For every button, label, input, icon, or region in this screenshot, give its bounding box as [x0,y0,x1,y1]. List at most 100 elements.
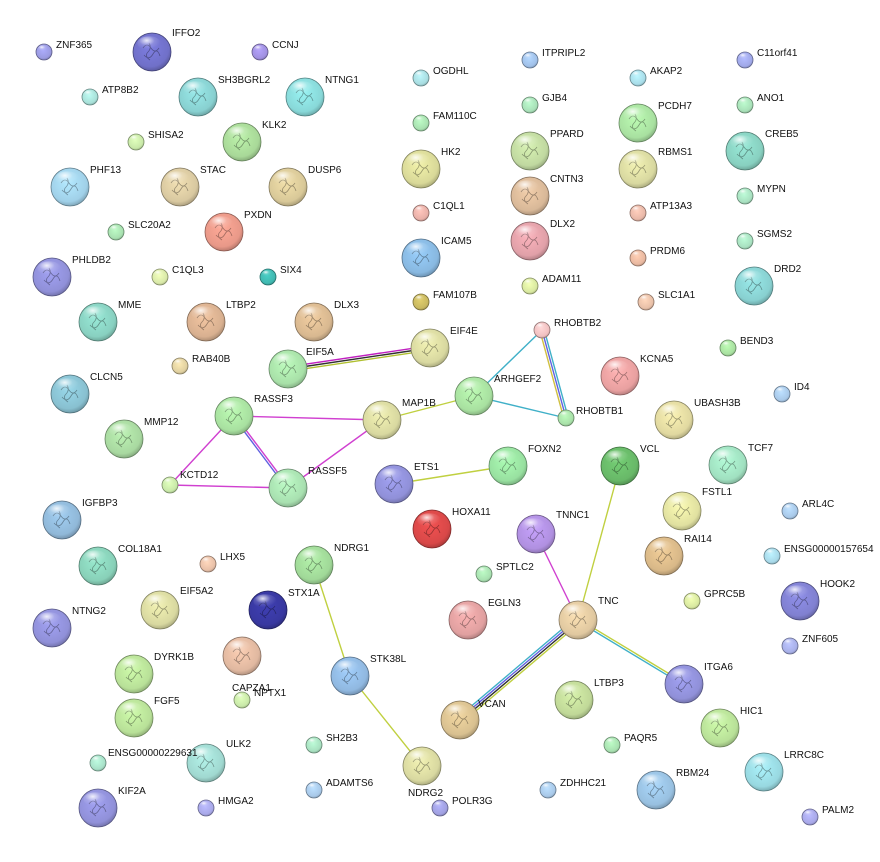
node-phldb2[interactable]: PHLDB2 [32,255,111,297]
edge-tnc-vcan[interactable] [457,616,581,724]
node-sh2b3[interactable]: SH2B3 [305,733,358,754]
edge-vcl-tnc[interactable] [577,465,621,621]
node-ubash3b[interactable]: UBASH3B [654,398,741,440]
node-rhobtb1[interactable]: RHOBTB1 [557,406,624,427]
node-ogdhl[interactable]: OGDHL [412,66,469,87]
node-col18a1[interactable]: COL18A1 [78,544,162,586]
node-ano1[interactable]: ANO1 [736,93,785,114]
node-arl4c[interactable]: ARL4C [781,499,834,520]
node-slc1a1[interactable]: SLC1A1 [637,290,696,311]
node-ntng1[interactable]: NTNG1 [285,75,359,117]
edge-eif5a-eif4e[interactable] [286,345,432,372]
node-ulk2[interactable]: ULK2 [186,739,251,783]
node-palm2[interactable]: PALM2 [801,805,854,826]
node-slc20a2[interactable]: SLC20A2 [107,220,171,241]
node-mmp12[interactable]: MMP12 [104,417,179,459]
node-ntng2[interactable]: NTNG2 [32,606,106,648]
edge-tnc-itga6[interactable] [576,618,686,686]
node-iffo2[interactable]: IFFO2 [132,28,201,72]
node-nptx1[interactable]: NPTX1 [233,688,287,709]
node-akap2[interactable]: AKAP2 [629,66,683,87]
node-cntn3[interactable]: CNTN3 [510,174,584,216]
node-pcdh7[interactable]: PCDH7 [618,101,692,143]
node-drd2[interactable]: DRD2 [734,264,802,306]
node-c1ql1[interactable]: C1QL1 [412,201,465,222]
node-prdm6[interactable]: PRDM6 [629,246,685,267]
node-dlx2[interactable]: DLX2 [510,219,575,261]
node-eif5a2[interactable]: EIF5A2 [140,586,214,630]
node-c11orf41[interactable]: C11orf41 [736,48,798,69]
node-mme[interactable]: MME [78,300,142,342]
node-eif4e[interactable]: EIF4E [410,326,478,368]
node-hoxa11[interactable]: HOXA11 [412,507,491,549]
node-dyrk1b[interactable]: DYRK1B [114,652,194,694]
node-ndrg1[interactable]: NDRG1 [294,543,369,585]
node-atp8b2[interactable]: ATP8B2 [81,85,139,106]
node-rhobtb2[interactable]: RHOBTB2 [533,318,602,339]
node-icam5[interactable]: ICAM5 [401,236,472,278]
node-hic1[interactable]: HIC1 [700,706,763,748]
node-znf605[interactable]: ZNF605 [781,634,839,655]
node-rbm24[interactable]: RBM24 [636,768,710,810]
node-creb5[interactable]: CREB5 [725,129,799,171]
node-tnc[interactable]: TNC [558,596,619,640]
node-phf13[interactable]: PHF13 [50,165,122,207]
node-rbms1[interactable]: RBMS1 [618,147,693,189]
edge-rhobtb2-rhobtb1[interactable] [539,328,569,420]
node-kctd12[interactable]: KCTD12 [161,470,219,494]
node-tnnc1[interactable]: TNNC1 [516,510,590,554]
node-fam107b[interactable]: FAM107B [412,290,477,311]
node-hmga2[interactable]: HMGA2 [197,796,254,817]
node-foxn2[interactable]: FOXN2 [488,444,562,486]
node-dusp6[interactable]: DUSP6 [268,165,342,207]
node-lhx5[interactable]: LHX5 [199,552,245,573]
node-map1b[interactable]: MAP1B [362,398,436,440]
node-itga6[interactable]: ITGA6 [664,662,733,704]
node-c1ql3[interactable]: C1QL3 [151,265,204,286]
edge-rassf3-map1b[interactable] [233,415,383,421]
node-vcl[interactable]: VCL [600,444,660,486]
node-dlx3[interactable]: DLX3 [294,300,359,342]
node-six4[interactable]: SIX4 [259,265,302,286]
node-lrrc8c[interactable]: LRRC8C [744,750,824,792]
node-ppard[interactable]: PPARD [510,129,584,171]
node-stac[interactable]: STAC [160,165,226,207]
node-polr3g[interactable]: POLR3G [431,796,493,817]
node-kif2a[interactable]: KIF2A [78,786,146,828]
node-shisa2[interactable]: SHISA2 [127,130,184,151]
node-sptlc2[interactable]: SPTLC2 [475,562,534,583]
node-igfbp3[interactable]: IGFBP3 [42,498,118,540]
node-atp13a3[interactable]: ATP13A3 [629,201,692,222]
node-ndrg2[interactable]: NDRG2 [402,746,443,799]
node-vcan[interactable]: VCAN [440,699,506,740]
node-gprc5b[interactable]: GPRC5B [683,589,745,610]
node-adam11[interactable]: ADAM11 [521,274,582,295]
node-fam110c[interactable]: FAM110C [412,111,477,132]
node-rab40b[interactable]: RAB40B [171,354,231,375]
node-egln3[interactable]: EGLN3 [448,598,521,640]
node-hk2[interactable]: HK2 [401,147,461,189]
node-klk2[interactable]: KLK2 [222,120,287,162]
node-fstl1[interactable]: FSTL1 [662,487,732,531]
node-bend3[interactable]: BEND3 [719,336,774,357]
node-stx1a[interactable]: STX1A [248,588,320,630]
node-ensg00000229631[interactable]: ENSG00000229631 [89,748,198,772]
node-kcna5[interactable]: KCNA5 [600,354,674,396]
node-ccnj[interactable]: CCNJ [251,40,299,61]
node-sgms2[interactable]: SGMS2 [736,229,792,250]
node-paqr5[interactable]: PAQR5 [603,733,658,754]
node-pxdn[interactable]: PXDN [204,210,272,252]
node-sh3bgrl2[interactable]: SH3BGRL2 [178,75,271,117]
node-stk38l[interactable]: STK38L [330,654,407,696]
node-hook2[interactable]: HOOK2 [780,579,855,621]
node-rassf5[interactable]: RASSF5 [268,466,347,508]
node-znf365[interactable]: ZNF365 [35,40,93,61]
node-capza1[interactable]: CAPZA1 [222,636,271,694]
node-tcf7[interactable]: TCF7 [708,443,773,485]
edge-ndrg1-stk38l[interactable] [313,564,351,677]
node-ensg00000157654[interactable]: ENSG00000157654 [763,544,874,565]
node-zdhhc21[interactable]: ZDHHC21 [539,778,607,799]
node-clcn5[interactable]: CLCN5 [50,372,123,414]
node-adamts6[interactable]: ADAMTS6 [305,778,374,799]
edge-kctd12-rassf5[interactable] [169,484,289,489]
